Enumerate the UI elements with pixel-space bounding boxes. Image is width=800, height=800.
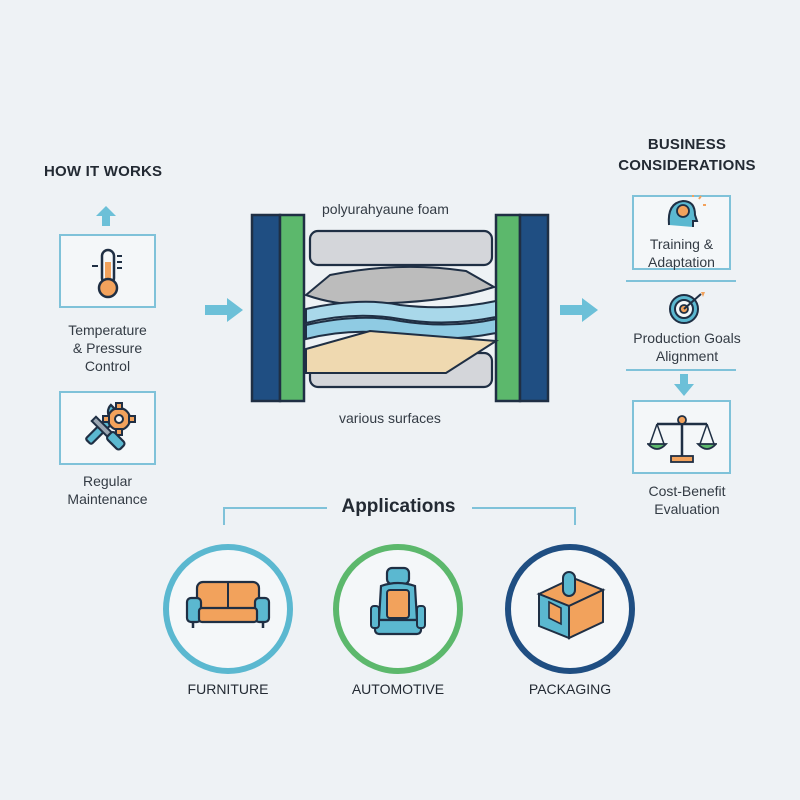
training-label-line2: Adaptation: [648, 254, 715, 270]
training-card: Training & Adaptation: [632, 195, 731, 270]
car-seat-icon: [370, 566, 426, 636]
down-arrow-icon: [674, 374, 694, 396]
goals-label-line1: Production Goals: [633, 330, 741, 346]
goals-label: Production Goals Alignment: [622, 329, 752, 365]
target-icon: [669, 292, 705, 324]
up-arrow-icon: [96, 206, 116, 226]
divider-line-1: [626, 280, 736, 282]
how-it-works-heading: HOW IT WORKS: [44, 163, 163, 180]
grey-foam-sheet: [304, 265, 497, 306]
top-roller: [308, 229, 494, 267]
business-heading-line1: BUSINESS: [647, 136, 727, 153]
maintenance-card: [59, 391, 156, 465]
applications-bracket-right: [472, 507, 576, 525]
cost-label-line1: Cost-Benefit: [648, 483, 726, 499]
thermometer-icon: [91, 248, 122, 299]
tools-icon: [84, 402, 136, 451]
right-navy-column: [518, 213, 550, 403]
automotive-circle: [333, 544, 463, 674]
cost-benefit-label: Cost-Benefit Evaluation: [622, 482, 752, 518]
foam-label: polyurahyaune foam: [322, 201, 449, 217]
right-green-column: [494, 213, 522, 403]
applications-bracket-left: [223, 507, 327, 525]
automotive-label: AUTOMOTIVE: [351, 681, 445, 697]
training-label-line1: Training &: [649, 236, 714, 252]
box-icon: [536, 571, 606, 640]
temperature-label-line2: & Pressure: [72, 340, 143, 356]
temperature-label-line1: Temperature: [68, 322, 147, 338]
temperature-control-card: [59, 234, 156, 308]
packaging-label: PACKAGING: [528, 681, 612, 697]
business-considerations-heading: BUSINESS CONSIDERATIONS: [612, 134, 762, 176]
left-navy-column: [250, 213, 282, 403]
head-lightbulb-icon: [667, 195, 706, 227]
right-arrow-icon-center: [560, 298, 598, 322]
maintenance-label-line1: Regular: [82, 473, 133, 489]
cost-label-line2: Evaluation: [654, 501, 720, 517]
tan-surface-sheet: [305, 329, 500, 374]
temperature-control-label: Temperature & Pressure Control: [44, 321, 171, 375]
business-heading-line2: CONSIDERATIONS: [618, 157, 756, 174]
applications-heading: Applications: [341, 496, 456, 517]
furniture-label: FURNITURE: [187, 681, 269, 697]
maintenance-label-line2: Maintenance: [67, 491, 148, 507]
surfaces-label: various surfaces: [339, 410, 441, 426]
maintenance-label: Regular Maintenance: [44, 472, 171, 508]
sofa-icon: [185, 580, 271, 628]
cost-benefit-card: [632, 400, 731, 474]
right-arrow-icon-left: [205, 298, 243, 322]
balance-scale-icon: [646, 415, 717, 463]
packaging-circle: [505, 544, 635, 674]
foam-press-diagram: [250, 213, 550, 403]
left-green-column: [278, 213, 306, 403]
training-label: Training & Adaptation: [634, 235, 729, 271]
goals-label-line2: Alignment: [655, 348, 719, 364]
divider-line-2: [626, 369, 736, 371]
furniture-circle: [163, 544, 293, 674]
temperature-label-line3: Control: [84, 358, 131, 374]
blue-layer-1: [305, 299, 497, 325]
